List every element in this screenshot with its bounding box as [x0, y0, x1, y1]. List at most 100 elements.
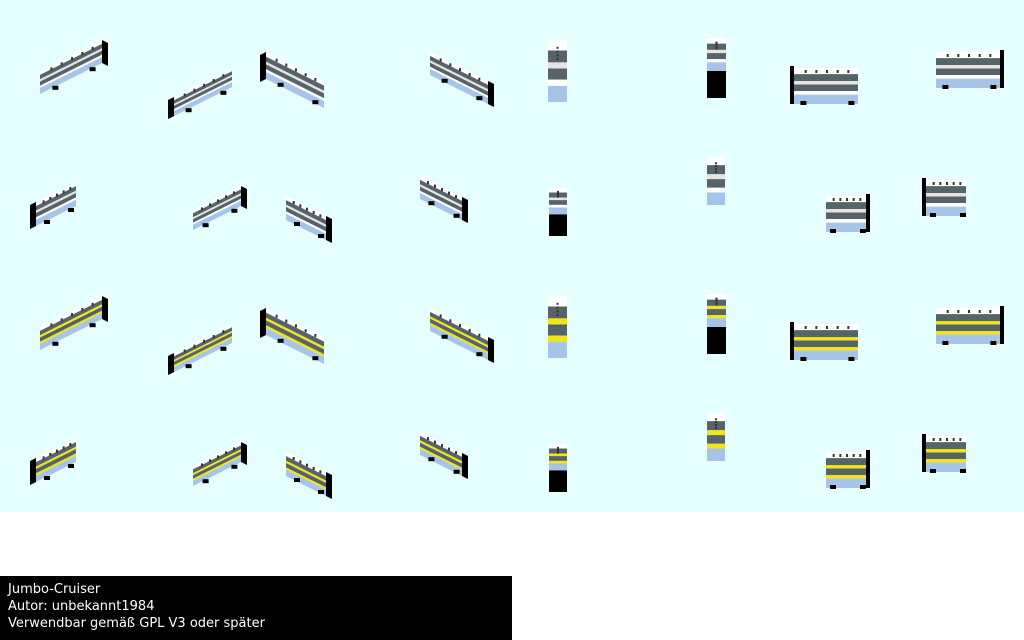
- roof-vent: [804, 326, 807, 329]
- bus-band: [420, 440, 462, 464]
- roof-vent: [459, 324, 461, 328]
- roof-vent: [556, 310, 559, 313]
- bus-sprite: [707, 294, 726, 354]
- bus-band: [193, 189, 241, 218]
- bus-band: [826, 212, 866, 220]
- wheel: [220, 90, 227, 95]
- bus-band: [548, 318, 567, 325]
- roof-vent: [939, 438, 942, 441]
- bus-end-cap: [922, 178, 926, 216]
- roof-vent: [715, 297, 718, 300]
- bus-band: [936, 334, 1000, 344]
- bus-band: [430, 60, 488, 92]
- bus-end-cap: [241, 442, 247, 465]
- bus-end-cap: [30, 202, 36, 229]
- wheel: [202, 223, 209, 228]
- bus-band: [794, 84, 858, 92]
- roof-vent: [455, 195, 457, 199]
- roof-vent: [62, 190, 65, 194]
- roof-vent: [968, 310, 970, 313]
- roof-vent: [715, 165, 717, 168]
- bus-band: [36, 455, 76, 482]
- wheel: [800, 101, 807, 105]
- bus-band: [266, 69, 324, 101]
- bus-end-cap: [30, 458, 36, 485]
- roof-vent: [427, 437, 429, 441]
- bus-sprite: [420, 432, 468, 479]
- bus-band: [548, 62, 567, 69]
- roof-vent: [439, 314, 442, 318]
- bus-band: [40, 310, 102, 345]
- bus-band: [549, 207, 567, 215]
- bus-band: [174, 336, 232, 368]
- bus-sprite: [168, 68, 232, 119]
- bus-sprite: [826, 194, 870, 233]
- roof-vent: [193, 344, 196, 348]
- bus-band: [286, 211, 326, 234]
- wheel: [231, 208, 238, 213]
- roof-vent: [448, 191, 450, 195]
- roof-vent: [715, 426, 717, 429]
- bus-band: [926, 196, 966, 204]
- bus-end-cap: [168, 97, 174, 119]
- bus-band: [36, 190, 76, 214]
- roof-vent: [42, 456, 45, 460]
- bus-band: [40, 50, 102, 86]
- roof-vent: [193, 88, 196, 92]
- bus-band: [266, 327, 324, 364]
- wheel: [231, 464, 238, 469]
- wheel: [930, 213, 936, 217]
- bus-band: [926, 203, 966, 207]
- bus-band: [193, 198, 241, 225]
- wheel: [220, 346, 227, 351]
- wheel: [44, 220, 50, 224]
- wheel: [89, 323, 96, 328]
- wheel: [990, 341, 997, 345]
- wheel: [294, 222, 300, 226]
- roof-vent: [556, 57, 559, 60]
- wheel: [942, 341, 949, 345]
- bus-band: [936, 320, 1000, 325]
- roof-vent: [299, 460, 302, 464]
- bus-band: [936, 78, 1000, 88]
- roof-vent: [201, 207, 203, 211]
- roof-vent: [804, 70, 807, 73]
- roof-vent: [50, 323, 53, 327]
- roof-vent: [715, 43, 718, 46]
- bus-band: [548, 50, 567, 63]
- bus-band: [430, 322, 488, 355]
- bus-band: [266, 71, 324, 108]
- roof-vent: [292, 201, 295, 205]
- bus-sprite: [549, 188, 567, 236]
- bus-band: [826, 208, 866, 213]
- bus-sprite: [936, 50, 1004, 89]
- bus-band: [707, 448, 725, 461]
- bus-band: [174, 327, 232, 360]
- roof-vent: [275, 314, 278, 318]
- bus-band: [266, 320, 324, 355]
- wheel: [68, 464, 74, 468]
- bus-band: [193, 445, 241, 474]
- bus-sprite: [936, 306, 1004, 345]
- roof-vent: [556, 50, 559, 53]
- roof-vent: [557, 451, 559, 454]
- roof-vent: [81, 51, 84, 55]
- roof-vent: [846, 198, 848, 201]
- roof-vent: [285, 63, 288, 67]
- bus-band: [40, 54, 102, 89]
- bus-band: [707, 315, 726, 319]
- bus-band: [794, 336, 858, 341]
- roof-vent: [715, 418, 717, 421]
- bus-end-cap: [326, 472, 332, 499]
- wheel: [830, 485, 836, 489]
- bus-band: [430, 55, 488, 90]
- bus-band: [826, 468, 866, 476]
- bus-band: [548, 335, 567, 342]
- wheel: [185, 108, 192, 113]
- bus-band: [707, 443, 725, 449]
- bus-end-cap: [488, 337, 494, 363]
- bus-band: [174, 338, 232, 372]
- roof-vent: [56, 449, 58, 453]
- bus-band: [266, 64, 324, 99]
- bus-end-cap: [462, 453, 468, 479]
